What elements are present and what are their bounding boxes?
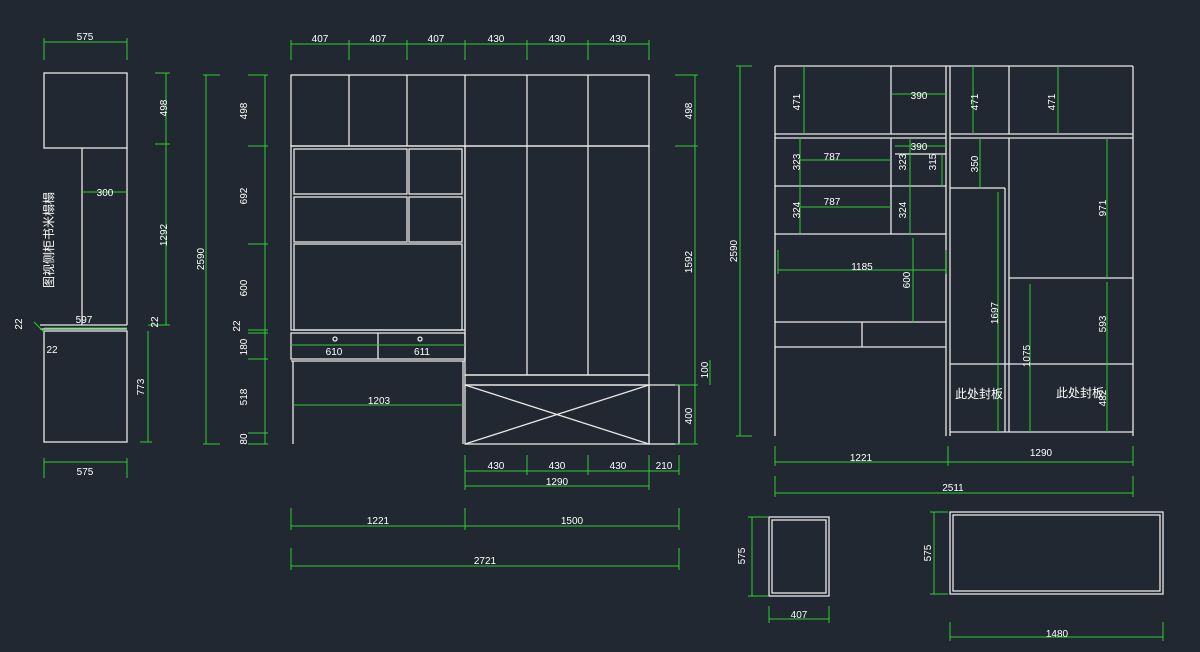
dim-label: 407 [370, 34, 387, 45]
dim-label: 1592 [684, 250, 695, 273]
dim-label: 2511 [942, 483, 964, 494]
dim-label: 430 [549, 461, 566, 472]
dim-label: 430 [610, 461, 627, 472]
dim-label: 1203 [368, 396, 391, 407]
side-view: 575 498 1292 300 597 22 22 22 773 575 图视… [14, 32, 170, 478]
dim-label: 593 [1098, 315, 1109, 332]
dim-label: 773 [136, 378, 147, 395]
interior-elevation: 2590 471 390 471 471 323 787 323 390 315… [729, 65, 1134, 497]
dim-label: 575 [77, 32, 94, 43]
dim-label: 610 [326, 347, 343, 358]
dim-label: 407 [312, 34, 329, 45]
dim-label: 22 [14, 318, 25, 330]
dim-label: 180 [239, 338, 250, 355]
seal-panel-label: 此处封板 [955, 387, 1003, 401]
dim-label: 575 [77, 467, 94, 478]
dim-label: 1500 [561, 516, 584, 527]
plan-part-1: 575 407 [737, 516, 830, 623]
dim-label: 100 [700, 361, 711, 378]
dim-label: 324 [792, 201, 803, 218]
dim-label: 600 [239, 279, 250, 296]
dim-label: 498 [239, 102, 250, 119]
dim-label: 300 [97, 188, 114, 199]
dim-label: 498 [159, 99, 170, 116]
dim-label: 430 [488, 461, 505, 472]
dim-label: 518 [239, 388, 250, 405]
dim-label: 22 [46, 345, 58, 356]
dim-label: 350 [970, 155, 981, 172]
dim-label: 1290 [546, 477, 569, 488]
dim-label: 324 [898, 201, 909, 218]
dim-label: 80 [239, 433, 250, 445]
dim-label: 390 [911, 91, 928, 102]
plan-part-2: 575 1480 [923, 511, 1164, 641]
dim-label: 323 [792, 153, 803, 170]
dim-label: 597 [76, 315, 93, 326]
dim-label: 787 [824, 152, 841, 163]
dim-label: 611 [414, 347, 430, 358]
dim-label: 575 [737, 547, 748, 564]
dim-label: 471 [970, 93, 981, 110]
dim-label: 430 [549, 34, 566, 45]
dim-label: 430 [610, 34, 627, 45]
dim-label: 600 [902, 271, 913, 288]
dim-label: 22 [232, 320, 243, 332]
dim-label: 1185 [851, 262, 873, 273]
dim-label: 323 [898, 153, 909, 170]
dim-label: 498 [684, 102, 695, 119]
seal-panel-label: 此处封板 [1056, 386, 1104, 400]
dim-label: 407 [791, 610, 808, 621]
dim-label: 430 [488, 34, 505, 45]
dim-label: 1290 [1030, 448, 1053, 459]
dim-label: 1075 [1022, 344, 1033, 367]
dim-label: 315 [928, 153, 939, 170]
dim-label: 1292 [159, 223, 170, 246]
dim-label: 1221 [367, 516, 390, 527]
dim-label: 1480 [1046, 629, 1069, 640]
dim-label: 482 [1098, 389, 1109, 406]
dim-label: 692 [239, 187, 250, 204]
dim-label: 1221 [850, 453, 873, 464]
dim-label: 787 [824, 197, 841, 208]
dim-label: 22 [150, 316, 161, 328]
front-elevation: 407 407 407 430 430 430 498 692 600 22 1… [232, 34, 711, 570]
side-view-title: 图视侧柜书米榻榻 [41, 192, 56, 288]
dim-label: 2590 [729, 239, 740, 262]
dim-label: 471 [1047, 93, 1058, 110]
dim-label: 407 [428, 34, 445, 45]
dim-label: 2590 [196, 247, 207, 270]
dim-label: 400 [684, 407, 695, 424]
dim-label: 1697 [990, 301, 1001, 324]
overall-height-dim: 2590 [196, 74, 220, 445]
dim-label: 210 [656, 461, 673, 472]
dim-label: 971 [1098, 199, 1109, 216]
dim-label: 471 [792, 93, 803, 110]
dim-label: 575 [923, 544, 934, 561]
dim-label: 390 [911, 142, 928, 153]
dim-label: 2721 [474, 556, 497, 567]
